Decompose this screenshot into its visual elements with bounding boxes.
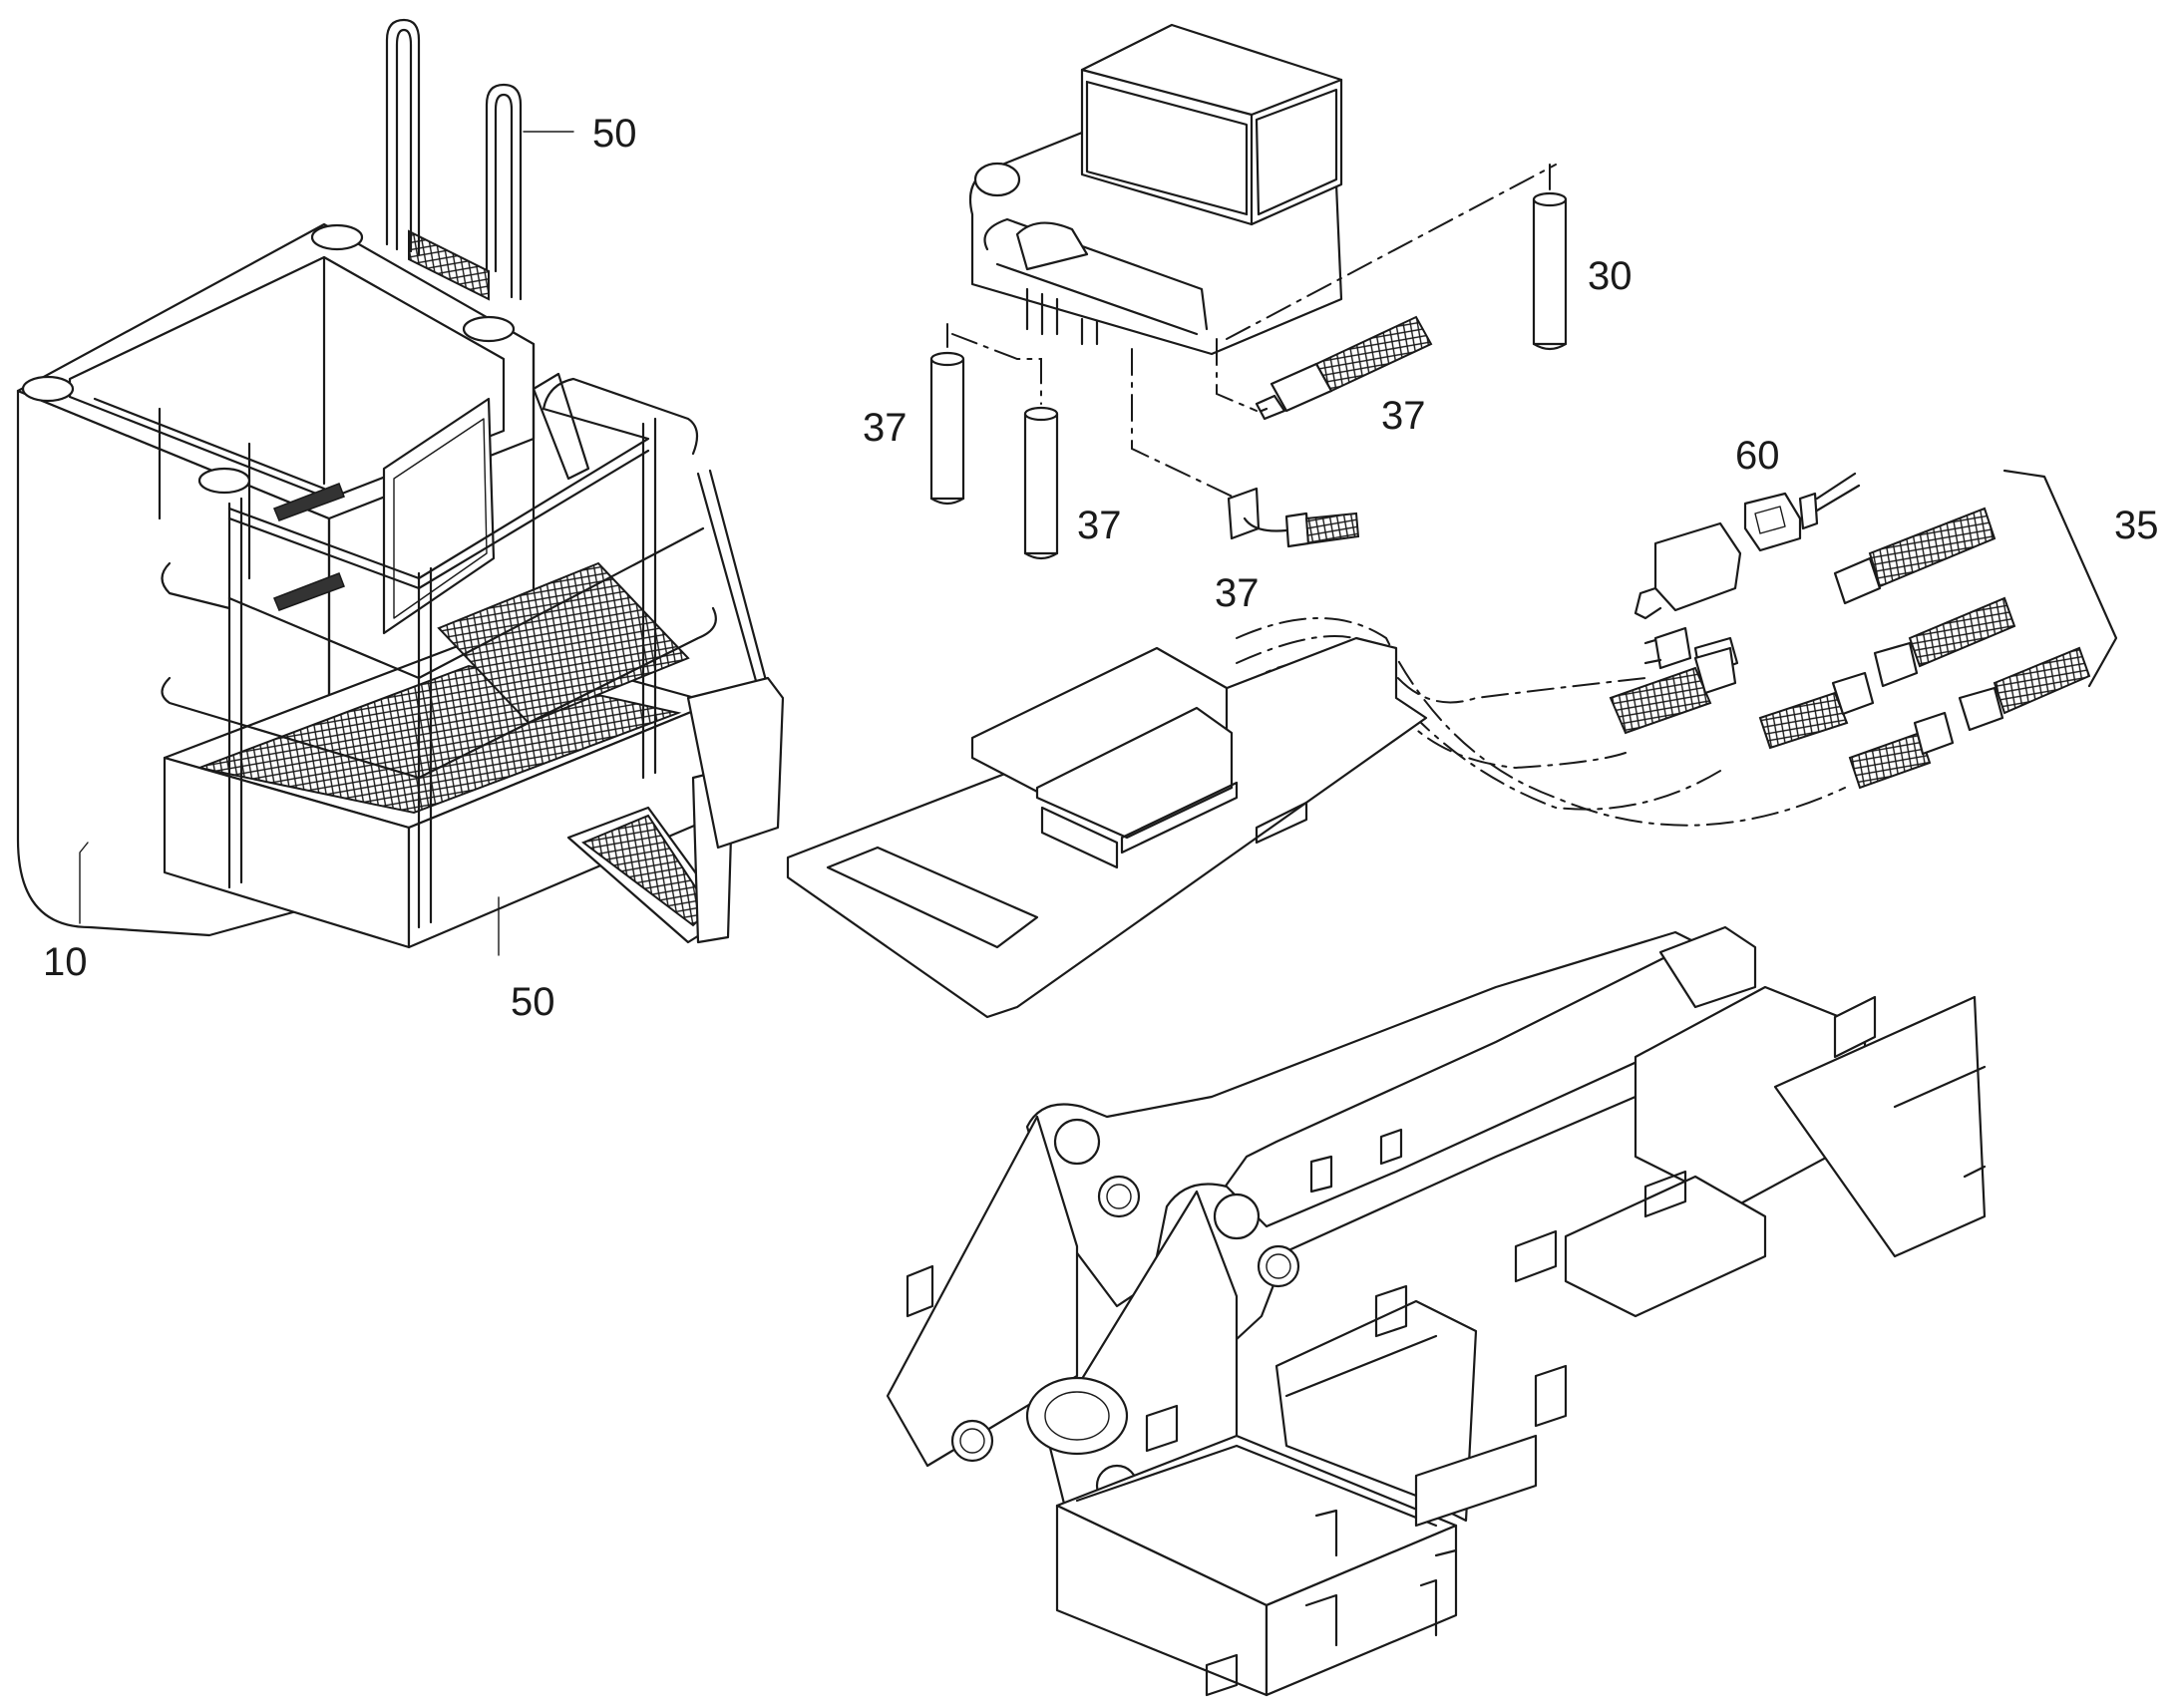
callout-50-bottom: 50	[511, 980, 555, 1024]
callout-labels: 50 10 50 30 37 37 37 37 60 35	[43, 112, 2159, 1024]
platform-assembly	[161, 372, 785, 949]
fitting-37	[1227, 487, 1360, 548]
sensor-60	[1743, 472, 1861, 552]
handrails-top	[385, 18, 523, 301]
callout-37-fitting: 37	[1215, 571, 1260, 615]
callout-50-top: 50	[592, 112, 637, 156]
leader-lines	[946, 164, 1557, 500]
callout-37-braided: 37	[1381, 394, 1426, 438]
callout-37-middle: 37	[1077, 504, 1122, 547]
callout-30: 30	[1588, 254, 1633, 298]
hose-37-braided	[1255, 315, 1433, 421]
hose-37-left	[929, 351, 965, 506]
harness-plugs	[1609, 507, 2091, 790]
chassis-frame	[886, 925, 1987, 1697]
callout-60: 60	[1735, 434, 1780, 478]
hose-37-middle	[1023, 406, 1059, 560]
bracket-35	[2002, 469, 2118, 688]
floor-plate	[786, 636, 1428, 1019]
callout-10: 10	[43, 940, 88, 984]
ac-unit	[968, 23, 1343, 356]
callout-leaders	[79, 131, 574, 956]
callout-37-left: 37	[863, 406, 908, 450]
hose-30	[1532, 191, 1568, 351]
callout-35: 35	[2114, 504, 2159, 547]
